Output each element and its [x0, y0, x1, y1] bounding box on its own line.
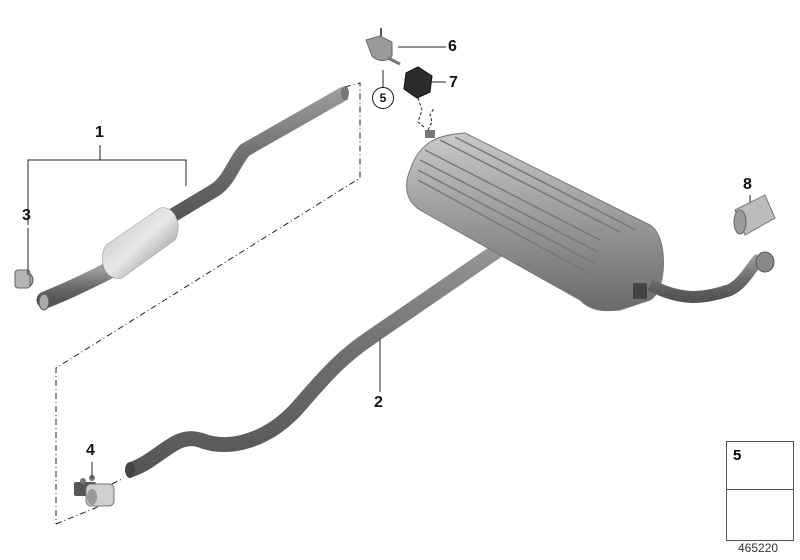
legend-cell-nut: 5 [727, 442, 793, 490]
callout-6[interactable]: 6 [448, 38, 457, 55]
callout-4[interactable]: 4 [86, 442, 95, 459]
hanger-part-6 [365, 28, 401, 66]
rear-silencer [406, 107, 775, 312]
callout-3[interactable]: 3 [22, 207, 31, 224]
leader-lines [27, 46, 751, 478]
rubber-mount-part-7 [403, 66, 433, 129]
callout-7[interactable]: 7 [449, 74, 458, 91]
callout-1[interactable]: 1 [95, 124, 104, 141]
diagram-id: 465220 [738, 541, 779, 555]
center-pipe-part-2 [125, 228, 525, 478]
callout-5-circle[interactable]: 5 [372, 87, 394, 109]
tailpipe-trim-part-8 [733, 194, 776, 236]
callout-8[interactable]: 8 [743, 176, 752, 193]
assembly-bracket-lines [55, 82, 361, 525]
legend-part-number: 5 [733, 447, 742, 464]
callout-2[interactable]: 2 [374, 394, 383, 411]
legend-box: 5 [726, 441, 794, 541]
front-pipe-catalytic-converter [36, 86, 349, 311]
clamp-part-4 [74, 475, 115, 507]
clamp-part-3 [14, 269, 34, 289]
